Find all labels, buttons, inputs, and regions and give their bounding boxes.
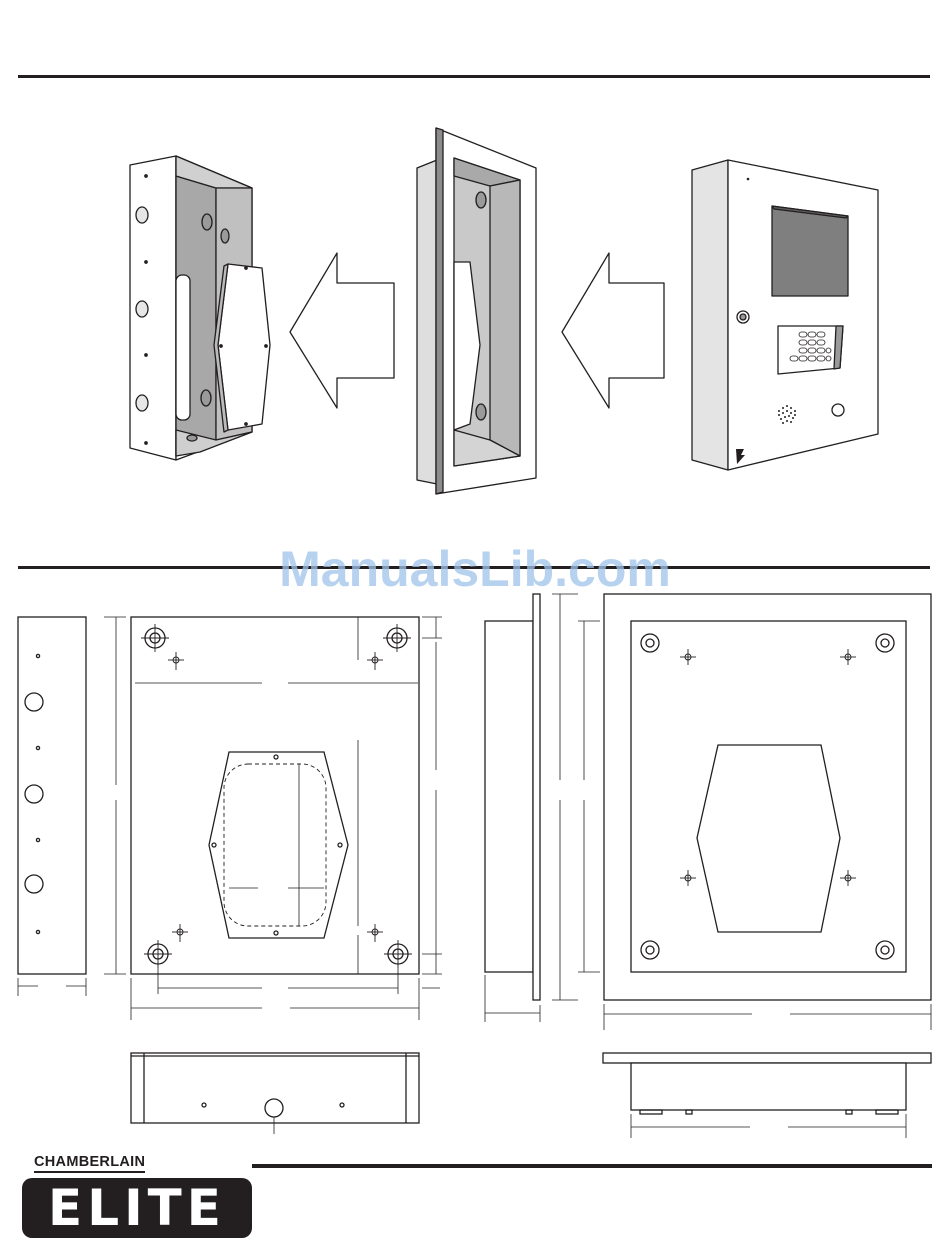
left-arrow-icon-2 bbox=[562, 253, 664, 408]
back-box-drawing bbox=[130, 156, 270, 460]
bottom-view-flush-frame bbox=[603, 1053, 931, 1138]
front-panel-drawing bbox=[692, 160, 878, 470]
front-view-flush-frame bbox=[604, 594, 931, 1030]
bottom-view-back-box bbox=[131, 1053, 419, 1134]
brand-company-logo: CHAMBERLAIN bbox=[34, 1155, 145, 1173]
side-view-flush-frame bbox=[485, 594, 600, 1022]
watermark: ManualsLib.com bbox=[0, 540, 950, 598]
brand-product-logo: ELITE bbox=[22, 1178, 252, 1238]
flush-frame-drawing bbox=[417, 128, 536, 494]
side-view-back-box bbox=[18, 617, 86, 996]
left-arrow-icon bbox=[290, 253, 394, 408]
front-view-back-box bbox=[131, 617, 442, 1020]
brand-product-name: ELITE bbox=[22, 1182, 252, 1234]
